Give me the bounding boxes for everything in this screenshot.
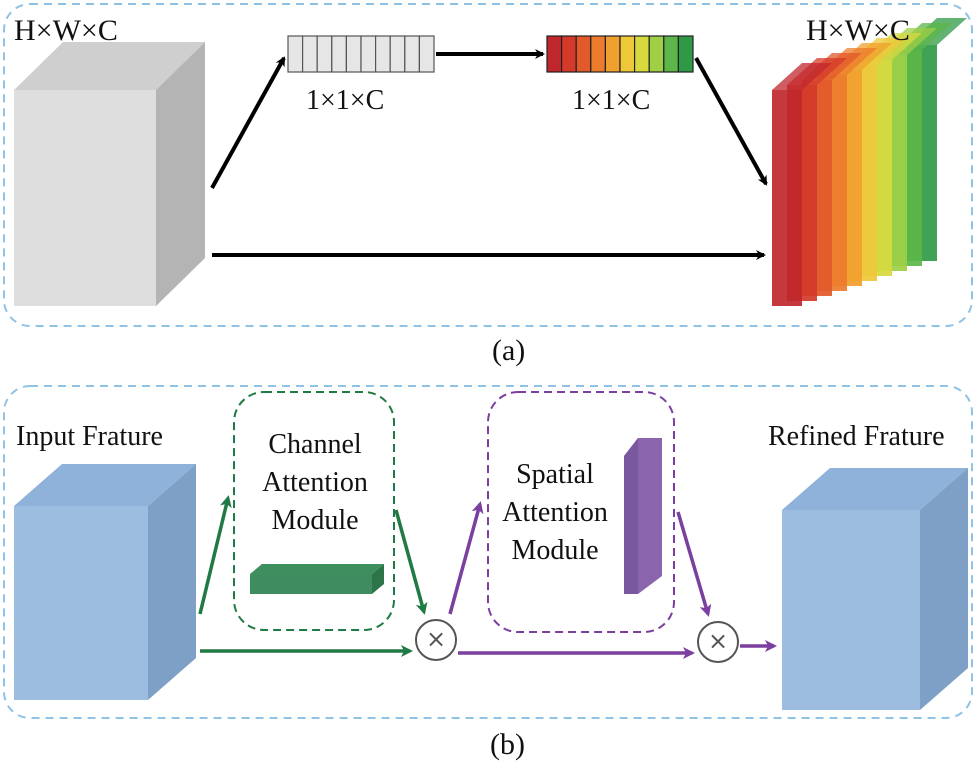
grey-vector-cell: [345, 35, 362, 73]
refined-feature-label: Refined Frature: [768, 421, 945, 452]
channel-module-line3: Module: [271, 505, 359, 536]
arrow-channel-to-mult: [394, 509, 428, 615]
input-feature-cube-b: [14, 464, 196, 700]
input-feature-cube-a: [14, 42, 205, 306]
arrow-mult-to-spatial: [448, 501, 484, 615]
grey-vector-cell: [360, 35, 377, 73]
weight-vector-cell: [677, 35, 694, 73]
input-feature-label: Input Frature: [16, 421, 163, 452]
weight-vector-cell: [560, 35, 577, 73]
channel-attention-bar: [250, 564, 384, 594]
grey-vector-cell: [302, 35, 318, 73]
weight-vector-cell: [648, 35, 665, 73]
weight-vector-cell: [575, 35, 592, 73]
grey-vector-cell: [404, 35, 420, 73]
arrow-spatial-to-mult: [676, 511, 712, 617]
spatial-attention-map: [624, 438, 662, 594]
caption-a: (a): [492, 334, 526, 367]
grey-vector-cell: [331, 35, 347, 73]
multiply-node-2: [697, 621, 739, 663]
caption-b: (b): [490, 728, 525, 761]
grey-vector-cell: [418, 35, 435, 73]
reweighted-feature-stack: [772, 18, 967, 306]
output-dims-label: H×W×C: [806, 14, 910, 47]
feature-slice: [772, 63, 832, 306]
spatial-module-line3: Module: [511, 535, 599, 566]
grey-vector-cell: [316, 35, 333, 73]
weight-vector-cell: [663, 35, 679, 73]
grey-vector-cell: [287, 35, 304, 73]
panel-b-frame: [3, 385, 973, 719]
grey-vector-cell: [375, 35, 391, 73]
multiply-node-1: [415, 619, 457, 661]
weight-vector-cell: [633, 35, 650, 73]
multiply-icon-2: ×: [707, 627, 729, 655]
refined-feature-cube: [782, 468, 968, 710]
input-dims-label: H×W×C: [14, 14, 118, 47]
arrow-to-pooling: [210, 56, 286, 189]
vector1-dims-label: 1×1×C: [306, 85, 385, 116]
channel-vector-grey: [287, 35, 435, 73]
weight-vector-cell: [546, 35, 563, 73]
vector2-dims-label: 1×1×C: [572, 85, 651, 116]
channel-module-label: Channel Attention Module: [236, 426, 394, 540]
grey-vector-cell: [389, 35, 406, 73]
weight-vector-cell: [590, 35, 606, 73]
spatial-module-line2: Attention: [502, 497, 608, 528]
channel-weight-vector: [546, 35, 694, 73]
spatial-attention-frame: [487, 391, 675, 633]
arrow-input-to-channel: [198, 495, 232, 615]
arrow-weights-to-output: [694, 57, 768, 186]
channel-module-line2: Attention: [262, 467, 368, 498]
spatial-module-line1: Spatial: [516, 459, 594, 490]
weight-vector-cell: [604, 35, 621, 73]
channel-module-line1: Channel: [268, 429, 362, 460]
panel-a-frame: [3, 3, 973, 327]
weight-vector-cell: [619, 35, 636, 73]
multiply-icon-1: ×: [425, 625, 447, 653]
channel-attention-frame: [233, 391, 395, 631]
spatial-module-label: Spatial Attention Module: [488, 456, 622, 570]
